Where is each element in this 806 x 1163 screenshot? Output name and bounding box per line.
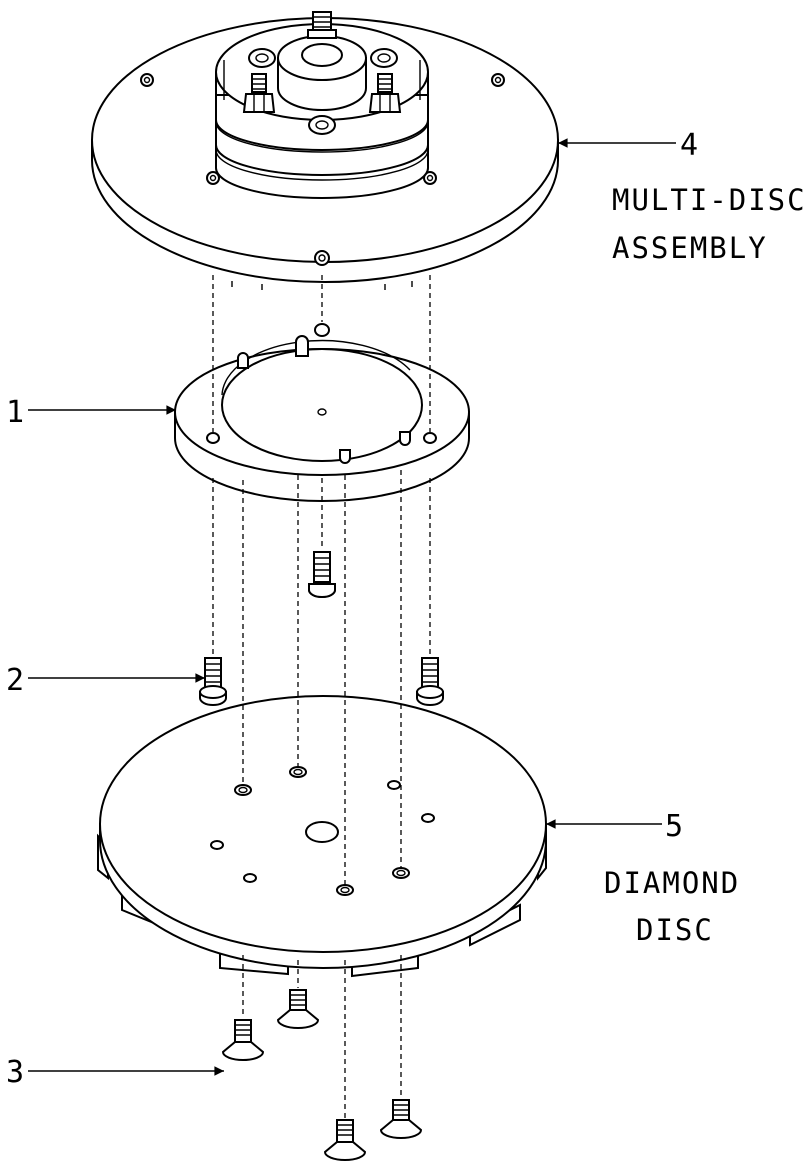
callout-2: 2 — [6, 663, 205, 698]
callout-5-text-line2: DISC — [636, 913, 714, 947]
hub-stud-nut — [368, 73, 402, 113]
callout-4-text-line2: ASSEMBLY — [612, 231, 768, 265]
plate-nut — [140, 73, 154, 87]
alignment-lines — [212, 275, 431, 1118]
flat-head-screw — [379, 1099, 423, 1139]
callout-3-number: 3 — [6, 1055, 24, 1090]
callout-4: 4 MULTI-DISC ASSEMBLY — [558, 128, 806, 265]
adapter-ring-part — [174, 323, 470, 502]
plate-nut — [423, 171, 437, 185]
hub-screw — [370, 48, 398, 68]
flat-head-screw — [221, 1019, 265, 1061]
flat-head-screw — [276, 989, 320, 1029]
bolt — [416, 657, 444, 706]
hub-screw — [308, 115, 336, 135]
callout-4-number: 4 — [680, 128, 698, 163]
bolt — [199, 657, 227, 706]
multi-disc-assembly-part — [91, 11, 559, 290]
top-set-screw — [307, 11, 337, 39]
plate-nut — [314, 250, 330, 266]
callout-5: 5 DIAMOND DISC — [546, 809, 740, 947]
callout-1-number: 1 — [6, 395, 24, 430]
diamond-disc-part — [97, 695, 547, 978]
callout-2-number: 2 — [6, 663, 24, 698]
callout-4-text-line1: MULTI-DISC — [612, 183, 806, 217]
callout-3: 3 — [6, 1055, 224, 1090]
callout-5-number: 5 — [665, 809, 683, 844]
callout-5-text-line1: DIAMOND — [604, 866, 740, 900]
flat-head-screw — [323, 1119, 367, 1161]
hub-screw — [248, 48, 276, 68]
plate-nut — [491, 73, 505, 87]
hub-stud-nut — [242, 73, 276, 113]
plate-nut — [206, 171, 220, 185]
bolt — [308, 551, 336, 598]
callout-1: 1 — [6, 395, 176, 430]
